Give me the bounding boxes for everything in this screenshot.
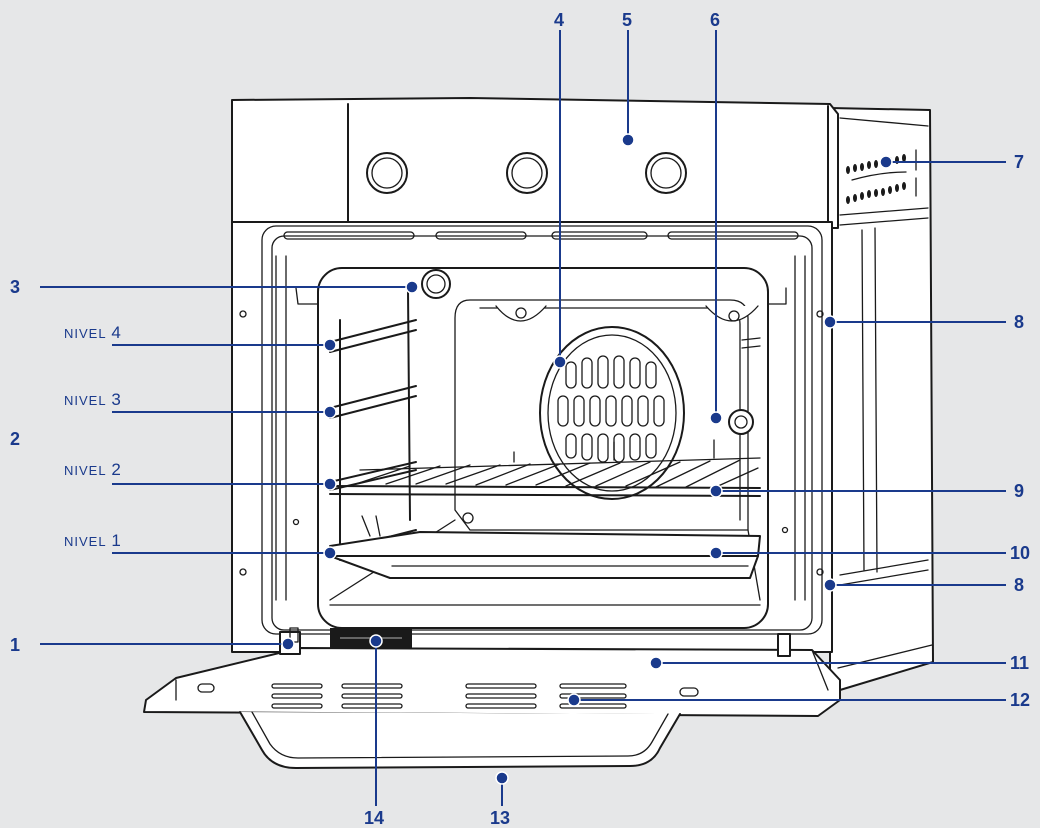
callout-3: 3 — [10, 277, 20, 297]
level-label-1: NIVEL 1 — [64, 531, 121, 550]
door-vents — [197, 683, 699, 709]
callout-11: 11 — [1010, 653, 1029, 673]
level-label-3: NIVEL 3 — [64, 390, 121, 409]
door-panel — [143, 647, 841, 717]
callout-2: 2 — [10, 429, 20, 449]
callout-13: 13 — [490, 808, 510, 828]
callout-4: 4 — [554, 10, 564, 30]
level-label-2: NIVEL 2 — [64, 460, 121, 479]
level-labels: NIVEL 4 NIVEL 3 NIVEL 2 NIVEL 1 — [64, 323, 121, 550]
cavity-back-wall — [454, 299, 749, 531]
callout-8-upper: 8 — [1014, 312, 1024, 332]
level-label-4: NIVEL 4 — [64, 323, 121, 342]
door-handle — [239, 711, 681, 769]
callout-14: 14 — [364, 808, 384, 828]
callout-5: 5 — [622, 10, 632, 30]
callout-12: 12 — [1010, 690, 1030, 710]
wire-shelf — [329, 439, 761, 497]
fan-cover — [539, 326, 685, 500]
oven-side-panel — [829, 107, 934, 691]
callout-6: 6 — [710, 10, 720, 30]
callout-9: 9 — [1014, 481, 1024, 501]
callout-7: 7 — [1014, 152, 1024, 172]
callout-dots — [281, 133, 893, 785]
callout-8-lower: 8 — [1014, 575, 1024, 595]
callout-numbers: 3 2 1 4 5 6 7 8 9 10 8 11 12 13 14 — [10, 10, 1030, 828]
side-vents — [846, 149, 917, 204]
callout-leaders — [40, 30, 1006, 806]
control-knobs — [366, 152, 687, 194]
callout-1: 1 — [10, 635, 20, 655]
callout-10: 10 — [1010, 543, 1030, 563]
